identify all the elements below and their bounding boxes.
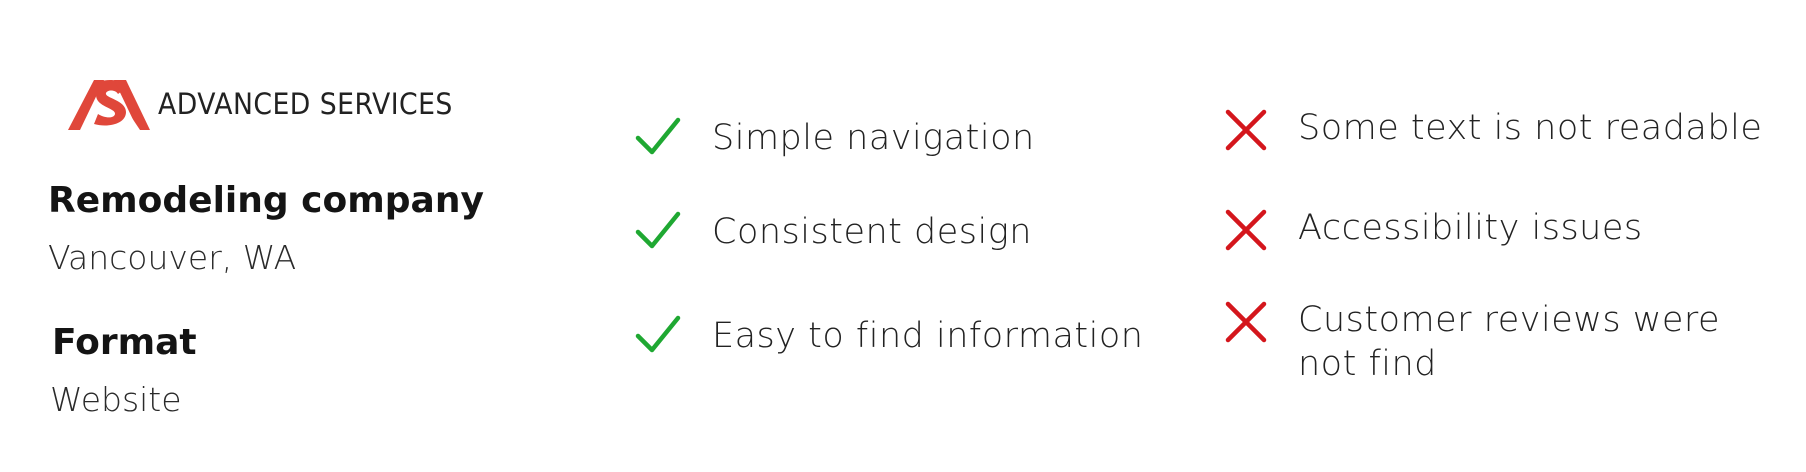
pro-item: Easy to find information [634,310,1143,358]
cross-icon [1225,109,1267,151]
con-item: Accessibility issues [1222,206,1768,254]
cross-icon [1225,301,1267,343]
pro-label: Simple navigation [712,118,1035,158]
company-type-heading: Remodeling company [48,180,484,221]
con-label: Customer reviews were not find [1298,300,1721,384]
pro-label: Consistent design [712,212,1032,252]
company-location: Vancouver, WA [48,238,297,277]
pro-item: Consistent design [634,206,1032,254]
con-label: Accessibility issues [1298,208,1643,248]
con-label: Some text is not readable [1298,108,1763,148]
con-item: Customer reviews were not find [1222,298,1768,386]
advanced-services-logo: ADVANCED SERVICES [68,78,478,130]
checkmark-icon [635,117,681,155]
logo-text: ADVANCED SERVICES [158,87,453,121]
logo-mark-icon [68,80,150,130]
checkmark-icon [635,211,681,249]
pro-label: Easy to find information [712,316,1144,356]
format-value: Website [50,380,182,419]
pro-item: Simple navigation [634,112,1035,160]
cross-icon [1225,209,1267,251]
format-heading: Format [52,322,197,363]
checkmark-icon [635,315,681,353]
con-item: Some text is not readable [1222,106,1768,154]
